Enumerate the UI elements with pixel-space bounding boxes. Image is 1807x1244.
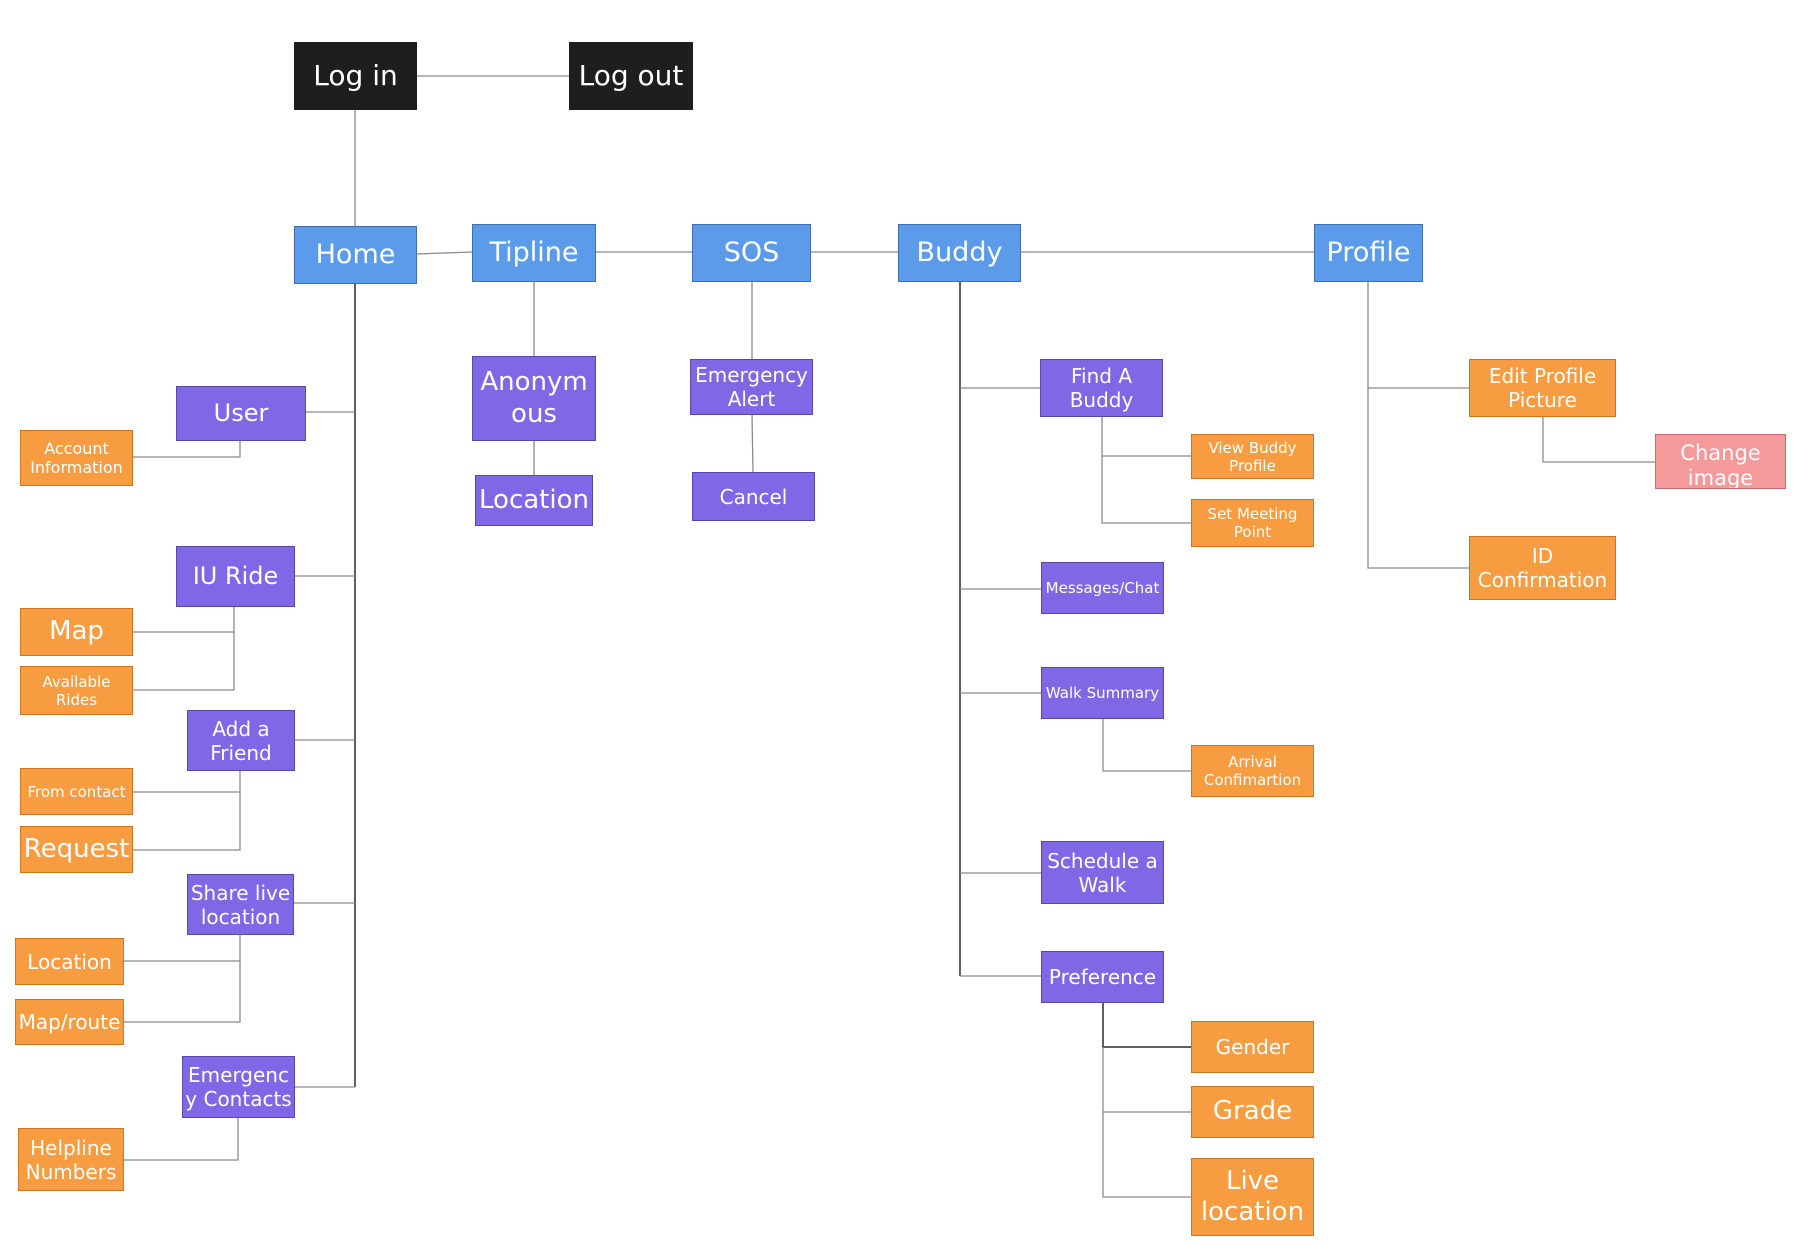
buddy-node[interactable]: Buddy [898,224,1021,282]
connector [132,606,235,633]
connector [1101,456,1191,524]
user-node[interactable]: User [176,386,306,441]
connector [1367,282,1469,389]
messages-chat-node[interactable]: Messages/Chat [1041,562,1164,614]
live-location-node[interactable]: Live location [1191,1158,1314,1236]
location-node-tipline[interactable]: Location [475,475,593,526]
walk-summary-node[interactable]: Walk Summary [1041,667,1164,719]
connector [132,440,241,458]
iu-ride-node[interactable]: IU Ride [176,546,295,607]
anonymous-node[interactable]: Anonym ous [472,356,596,441]
find-a-buddy-node[interactable]: Find A Buddy [1040,359,1163,417]
connector [132,792,241,851]
map-route-node[interactable]: Map/route [15,999,124,1045]
connector [1102,1047,1191,1113]
helpline-numbers-node[interactable]: Helpline Numbers [18,1128,124,1191]
location-node-home[interactable]: Location [15,938,124,985]
connector [415,251,473,255]
home-node[interactable]: Home [294,226,417,284]
add-a-friend-node[interactable]: Add a Friend [187,710,295,771]
gender-node[interactable]: Gender [1191,1021,1314,1073]
connector [123,934,241,962]
set-meeting-point-node[interactable]: Set Meeting Point [1191,499,1314,547]
connector [1542,417,1655,463]
connector [123,1117,239,1161]
preference-node[interactable]: Preference [1041,951,1164,1003]
connector [132,770,241,793]
connector [1102,718,1191,772]
edit-profile-picture-node[interactable]: Edit Profile Picture [1469,359,1616,417]
map-node[interactable]: Map [20,608,133,656]
sos-node[interactable]: SOS [692,224,811,282]
change-image-node[interactable]: Change image [1655,434,1786,489]
emergency-contacts-node[interactable]: Emergenc y Contacts [182,1056,295,1118]
arrival-confirmation-node[interactable]: Arrival Confimartion [1191,745,1314,797]
log-out-node[interactable]: Log out [569,42,693,110]
cancel-node[interactable]: Cancel [692,472,815,521]
request-node[interactable]: Request [20,826,133,873]
account-information-node[interactable]: Account Information [20,430,133,486]
emergency-alert-node[interactable]: Emergency Alert [690,359,813,415]
log-in-node[interactable]: Log in [294,42,417,110]
connector [1102,1112,1191,1198]
view-buddy-profile-node[interactable]: View Buddy Profile [1191,434,1314,479]
available-rides-node[interactable]: Available Rides [20,666,133,715]
id-confirmation-node[interactable]: ID Confirmation [1469,536,1616,600]
from-contact-node[interactable]: From contact [20,768,133,815]
connector [751,413,754,473]
grade-node[interactable]: Grade [1191,1086,1314,1138]
connector [1101,417,1191,457]
connector [123,961,241,1023]
connector [1102,1003,1191,1048]
connector [1367,388,1469,569]
share-live-location-node[interactable]: Share live location [187,874,294,935]
schedule-a-walk-node[interactable]: Schedule a Walk [1041,841,1164,904]
profile-node[interactable]: Profile [1314,224,1423,282]
tipline-node[interactable]: Tipline [472,224,596,282]
connector [132,632,235,691]
